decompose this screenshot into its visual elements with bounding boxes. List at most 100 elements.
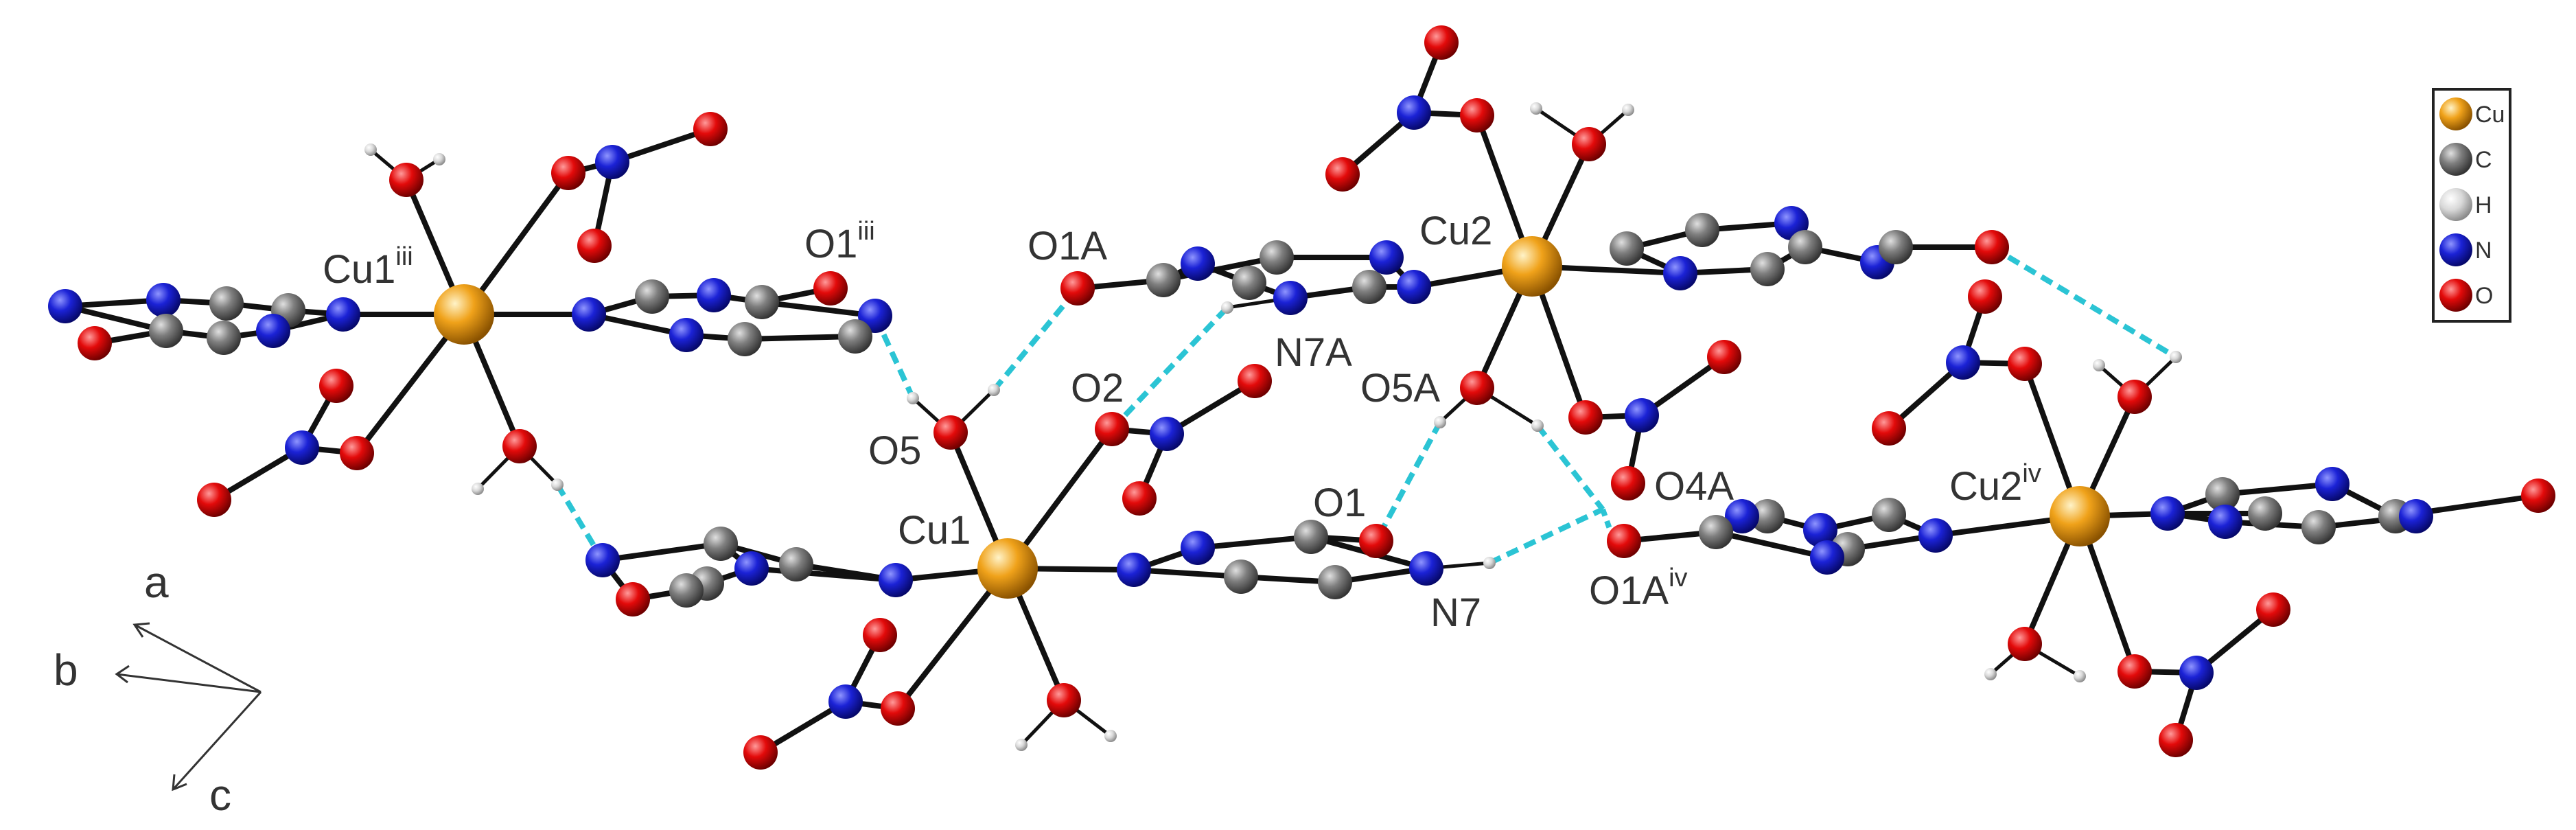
atom-h-h5a (907, 392, 919, 404)
atom-c-vC3 (1146, 263, 1181, 297)
bond-uC1-uN1 (1131, 567, 1244, 579)
atom-n-tN3 (585, 543, 620, 577)
hydrogen-bond (1535, 424, 1605, 511)
atom-n-rN4 (48, 289, 82, 323)
bond-uN2-uC2 (1195, 534, 1314, 551)
bond-tN2-tN1 (749, 566, 898, 583)
atom-n-xN3 (1725, 499, 1759, 533)
atom-o-ow6 (1047, 683, 1081, 717)
legend-swatch-c (2439, 143, 2472, 176)
hydrogen-bond (1990, 244, 2178, 360)
atom-o-on5b (1424, 25, 1459, 60)
atom-o-ow8 (2008, 627, 2042, 661)
hydrogen-bond (1600, 508, 1612, 530)
atom-o-ow7 (2117, 380, 2152, 414)
atom-n-nn7 (1625, 398, 1659, 433)
bond-xC3-xN4 (1713, 529, 1830, 560)
atom-c-xC2 (1750, 499, 1785, 533)
atom-o-xO1 (1607, 524, 1641, 558)
atom-o-on3c (1122, 481, 1157, 516)
atom-o-ow5 (933, 415, 968, 450)
legend-swatch-cu (2439, 97, 2472, 130)
atom-c-tC1 (779, 547, 813, 581)
atom-o-wO1 (1975, 230, 2009, 264)
atom-o-ow3 (1572, 127, 1606, 161)
atom-h-h2b (551, 479, 564, 491)
bond-nn1-on1b (610, 126, 713, 165)
atom-h-h1b (433, 153, 445, 165)
atom-n-xN1 (1918, 518, 1953, 553)
atom-o-on9c (2159, 723, 2193, 757)
atom-h-h2a (472, 483, 484, 495)
hydrogen-bond (991, 286, 1080, 392)
bond-sC2-sN3 (759, 299, 878, 319)
label-n7a: N7A (1275, 330, 1352, 375)
atom-labels: Cu1iii O1iii O1A O2 N7A Cu2 O5A O5 Cu1 O… (323, 209, 2041, 635)
atom-n-yN3 (2399, 499, 2433, 533)
atom-o-on9b (2256, 592, 2290, 627)
label-o1-iii: O1iii (804, 217, 875, 266)
label-o2: O2 (1071, 366, 1124, 411)
atom-o-vO1 (1060, 271, 1095, 306)
atom-h-hN7 (1483, 557, 1496, 569)
atom-c-wC4 (1879, 230, 1913, 264)
hydrogen-bond (1110, 306, 1229, 431)
hydrogen-bond (1488, 507, 1604, 566)
atom-o-on2c (197, 483, 231, 517)
atom-h-h1a (364, 143, 377, 156)
axis-b-label: b (54, 645, 78, 695)
bond-rN4-rC3 (62, 303, 169, 334)
atom-h-hN7A (1221, 301, 1233, 314)
legend-label-h: H (2475, 192, 2492, 218)
atom-c-wC5 (1750, 252, 1785, 286)
bond-tC2-tN3 (600, 541, 723, 563)
atom-h-h8b (2074, 670, 2086, 682)
atom-c-sC4 (728, 322, 762, 356)
hydrogen-bonds (555, 244, 2178, 566)
atom-c-rC3 (149, 314, 183, 348)
atom-n-uN1 (1117, 553, 1151, 587)
label-o5a: O5A (1360, 366, 1440, 411)
atoms (48, 25, 2555, 770)
atom-n-xN4 (1810, 540, 1844, 575)
atom-n-nn1 (595, 145, 629, 179)
atom-cu-cu1iii (434, 284, 494, 345)
atom-c-tC2 (704, 527, 738, 561)
atom-o-on2b (319, 369, 353, 403)
atom-c-wC3 (1788, 230, 1822, 264)
atom-h-h3b (1622, 104, 1634, 116)
atom-o-on4 (881, 691, 915, 726)
atom-n-yN2 (2315, 467, 2349, 501)
atom-o-on8c (1872, 411, 1906, 446)
axis-a-label: a (144, 557, 169, 607)
label-cu2: Cu2 (1419, 209, 1492, 253)
atom-o-uO1 (1359, 524, 1393, 558)
atom-n-vN3 (1181, 246, 1215, 281)
atom-cu-cu2 (1502, 236, 1562, 297)
atom-h-h3a (1530, 102, 1542, 115)
atom-c-uC1 (1224, 560, 1258, 594)
atom-o-on1 (551, 156, 585, 190)
label-o5: O5 (868, 428, 921, 473)
atom-o-tO1 (616, 582, 650, 616)
atom-n-xN2 (1803, 513, 1837, 547)
axis-c-label: c (209, 770, 231, 820)
atom-n-sN4 (669, 318, 704, 352)
legend-label-cu: Cu (2475, 102, 2505, 128)
atom-h-h8a (1984, 668, 1997, 680)
label-cu1: Cu1 (898, 508, 971, 553)
hydrogen-bond (555, 483, 605, 562)
atom-c-vC2 (1232, 266, 1266, 300)
legend-swatch-n (2439, 233, 2472, 266)
atom-o-on5c (1325, 157, 1360, 192)
atom-o-on9 (2117, 654, 2152, 689)
label-o1: O1 (1313, 481, 1366, 525)
atom-c-rC2 (209, 286, 244, 321)
atom-n-yN1 (2150, 496, 2185, 531)
legend-swatch-o (2439, 279, 2472, 312)
axis-b-arrow (116, 673, 262, 693)
atom-n-tN2 (734, 551, 769, 586)
atom-o-on7c (1611, 466, 1645, 500)
